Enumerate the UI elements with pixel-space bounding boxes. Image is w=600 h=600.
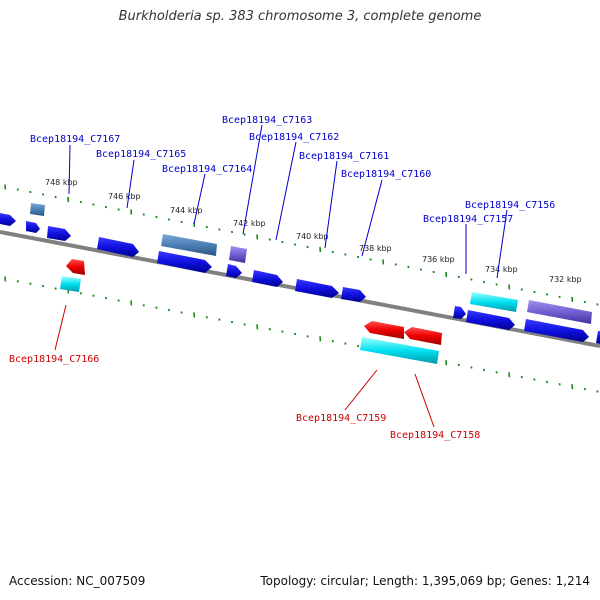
gene-label[interactable]: Bcep18194_C7162: [249, 132, 339, 143]
gene-arrow[interactable]: [360, 337, 439, 364]
gene-arrow[interactable]: [252, 270, 283, 287]
gene-arrow[interactable]: [30, 203, 45, 216]
leader-line: [242, 124, 263, 235]
gene-label[interactable]: Bcep18194_C7164: [162, 164, 252, 175]
accession-text: Accession: NC_007509: [9, 574, 146, 588]
leader-line: [324, 160, 338, 249]
leader-line: [344, 369, 378, 411]
leader-line: [193, 173, 206, 225]
scale-label: 748 kbp: [45, 178, 78, 187]
gene-arrow[interactable]: [161, 234, 217, 256]
gene-arrow[interactable]: [97, 237, 139, 257]
gene-label[interactable]: Bcep18194_C7166: [9, 354, 99, 365]
reverse-genes: [60, 259, 442, 364]
scale-label: 742 kbp: [233, 219, 266, 228]
gene-label[interactable]: Bcep18194_C7159: [296, 413, 386, 424]
genome-stats-text: Topology: circular; Length: 1,395,069 bp…: [260, 574, 590, 588]
scale-label: 736 kbp: [422, 255, 455, 264]
gene-arrow[interactable]: [527, 300, 592, 324]
scale-label: 734 kbp: [485, 265, 518, 274]
leader-line: [275, 141, 297, 241]
map-title: Burkholderia sp. 383 chromosome 3, compl…: [118, 9, 482, 24]
gene-arrow[interactable]: [60, 276, 81, 292]
gene-labels: Bcep18194_C7167 Bcep18194_C7165 Bcep1819…: [9, 115, 555, 441]
forward-genes: [0, 203, 600, 344]
gene-arrow[interactable]: [0, 213, 16, 226]
leader-line: [496, 209, 508, 279]
gene-arrow[interactable]: [470, 292, 518, 312]
gene-label[interactable]: Bcep18194_C7158: [390, 430, 480, 441]
gene-label[interactable]: Bcep18194_C7160: [341, 169, 431, 180]
gene-arrow[interactable]: [157, 251, 212, 273]
gene-label[interactable]: Bcep18194_C7163: [222, 115, 312, 126]
leader-line: [68, 144, 71, 195]
leader-line: [126, 159, 135, 209]
scale-labels: 748 kbp 746 kbp 744 kbp 742 kbp 740 kbp …: [45, 178, 582, 284]
scale-label: 740 kbp: [296, 232, 329, 241]
gene-arrow[interactable]: [453, 306, 466, 319]
gene-label[interactable]: Bcep18194_C7157: [423, 214, 513, 225]
leader-line: [361, 179, 383, 257]
gene-arrow[interactable]: [229, 246, 247, 263]
scale-label: 732 kbp: [549, 275, 582, 284]
gene-arrow[interactable]: [524, 319, 589, 342]
gene-arrow[interactable]: [226, 264, 242, 278]
gene-label[interactable]: Bcep18194_C7167: [30, 134, 120, 145]
gene-arrow[interactable]: [66, 259, 85, 275]
leader-lines: [54, 124, 508, 428]
gene-arrow[interactable]: [466, 310, 515, 330]
scale-label: 744 kbp: [170, 206, 203, 215]
scale-label: 746 kbp: [108, 192, 141, 201]
gene-arrow[interactable]: [295, 279, 339, 298]
leader-line: [54, 304, 67, 351]
gene-label[interactable]: Bcep18194_C7161: [299, 151, 389, 162]
gene-arrow[interactable]: [47, 226, 71, 241]
gene-arrow[interactable]: [596, 331, 600, 344]
gene-arrow[interactable]: [364, 321, 404, 339]
gene-arrow[interactable]: [341, 287, 366, 302]
gene-arrow[interactable]: [404, 327, 442, 345]
gene-label[interactable]: Bcep18194_C7165: [96, 149, 186, 160]
scale-label: 738 kbp: [359, 244, 392, 253]
gene-label[interactable]: Bcep18194_C7156: [465, 200, 555, 211]
leader-line: [414, 373, 435, 428]
gene-arrow[interactable]: [26, 221, 40, 233]
